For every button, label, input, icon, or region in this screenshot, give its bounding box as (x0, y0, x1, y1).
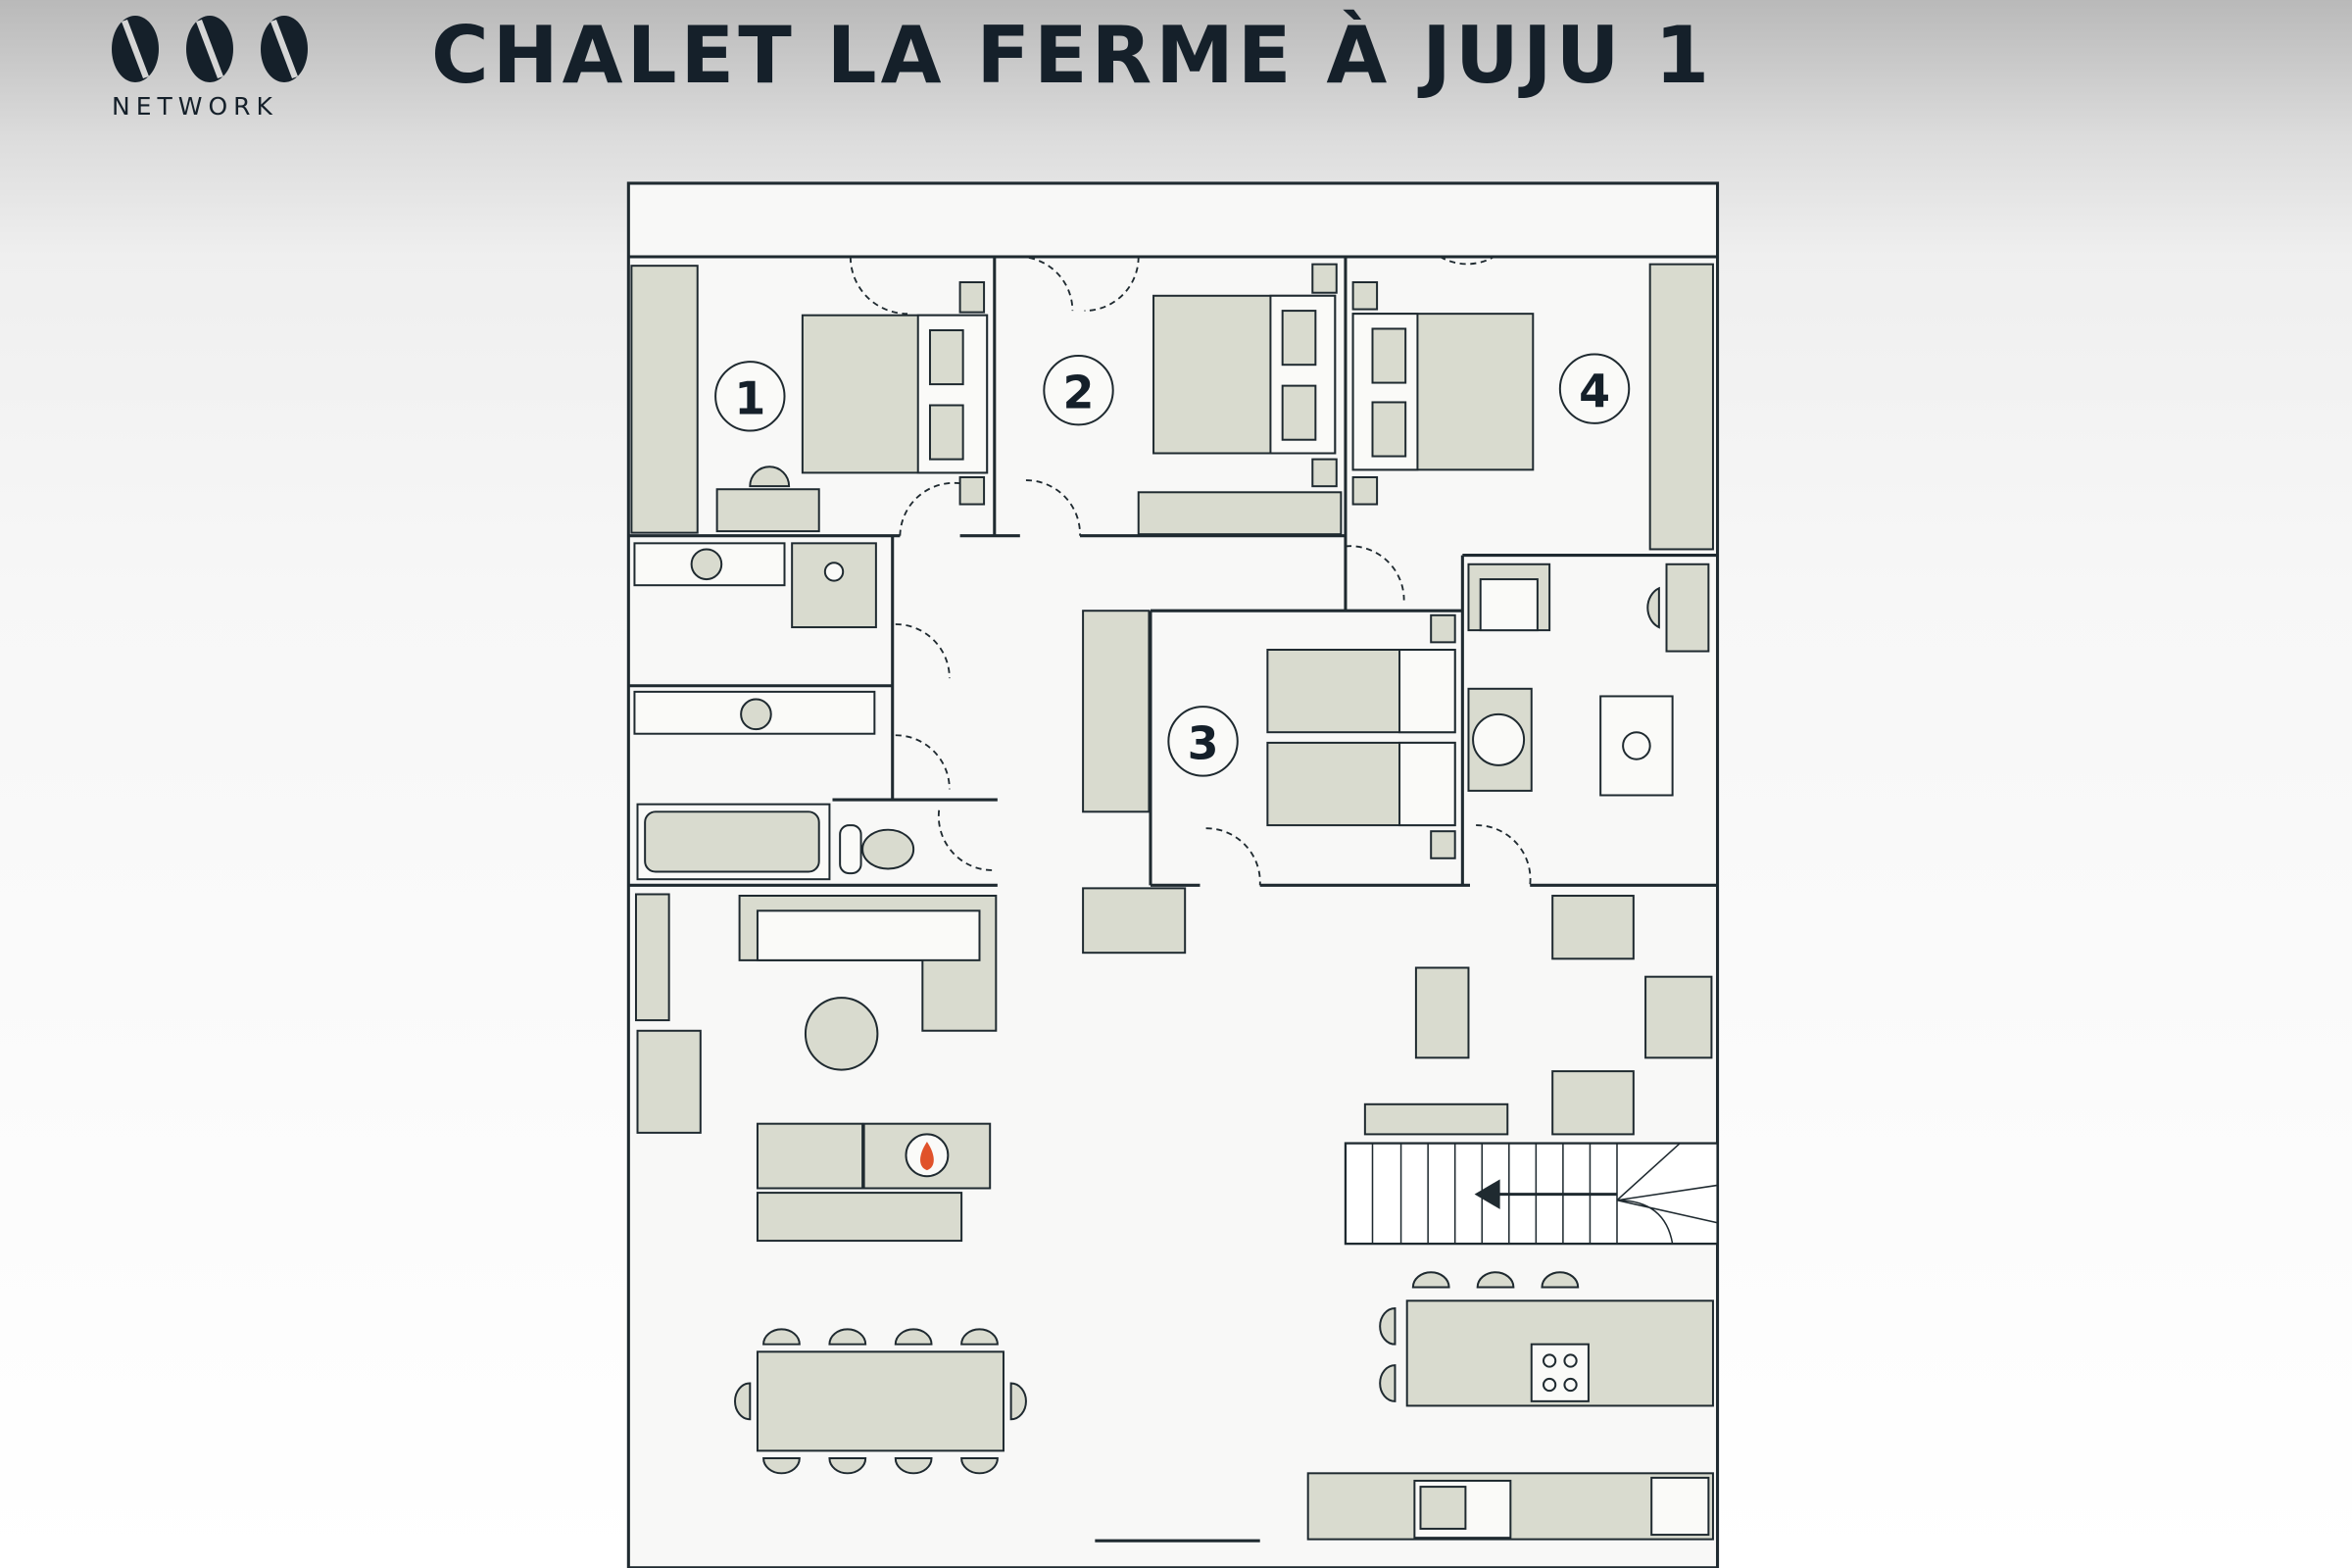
nightstand (1430, 613, 1456, 644)
wardrobe (1137, 491, 1343, 536)
nightstand (1351, 281, 1379, 311)
wardrobe (630, 265, 699, 534)
living-room (634, 887, 1713, 1243)
chair-icon (749, 466, 791, 488)
dining-area (734, 1328, 1027, 1475)
bedroom-2: 2 (1043, 263, 1343, 536)
armchair (1644, 975, 1713, 1059)
bench (756, 1122, 864, 1190)
toilet-icon (861, 828, 915, 870)
room-number: 2 (1063, 367, 1095, 419)
cabinet (1082, 887, 1187, 955)
bedroom-3: 3 (1082, 610, 1456, 859)
logo: NETWORK (102, 14, 318, 122)
room-badge (1167, 706, 1239, 777)
firewood-storage (756, 1192, 963, 1243)
chairs (762, 1328, 999, 1346)
coffee-table (1414, 966, 1470, 1059)
page-title: CHALET LA FERME À JUJU 1 (431, 10, 1714, 101)
microwave-icon (1650, 1476, 1710, 1537)
armchair-seat (1479, 578, 1539, 632)
nightstand (1430, 830, 1456, 859)
armchair (1551, 1070, 1635, 1136)
nightstand (958, 475, 986, 506)
tv-stand (636, 1029, 702, 1134)
bed-head (1398, 741, 1456, 827)
shower (791, 542, 877, 629)
desk (1665, 563, 1710, 653)
nightstand (1311, 458, 1338, 488)
sink-icon (740, 698, 772, 731)
stools (1411, 1271, 1580, 1289)
nightstand (1311, 263, 1338, 294)
room-number: 1 (734, 372, 765, 425)
logo-mark-icon (112, 16, 308, 82)
room-number: 3 (1188, 717, 1219, 770)
sink-icon (690, 548, 723, 581)
sink-basin (1419, 1486, 1467, 1530)
chair-icon (1646, 586, 1660, 629)
wardrobe (1648, 263, 1714, 551)
room-badge (714, 361, 786, 432)
pillow (1371, 327, 1407, 384)
stools (1379, 1306, 1396, 1402)
toilet-tank (839, 824, 862, 875)
logo-text: NETWORK (112, 92, 278, 121)
foosball-center-icon (1622, 731, 1651, 760)
hob (1530, 1343, 1590, 1402)
bathroom (633, 542, 915, 881)
pillow (1281, 384, 1317, 441)
coffee-table (804, 997, 879, 1071)
room-badge (1558, 353, 1631, 424)
room-badge (1043, 355, 1114, 426)
pillow (1281, 310, 1317, 367)
game-room (1467, 563, 1710, 797)
wardrobe (1082, 610, 1151, 813)
walls (628, 255, 1718, 1543)
bathtub (644, 810, 820, 873)
shower-head-icon (823, 562, 845, 582)
kitchen (1306, 1271, 1714, 1541)
pillow (1371, 401, 1407, 458)
bedroom-4: 4 (1351, 263, 1714, 551)
chairs (762, 1457, 999, 1475)
sofa-seat (756, 909, 981, 961)
pillow (928, 328, 964, 386)
armchair (1551, 895, 1635, 960)
tv-unit (634, 893, 670, 1022)
room-number: 4 (1579, 365, 1610, 417)
pillow (928, 404, 964, 461)
books-icon (1472, 712, 1526, 766)
arrow-left-icon (1474, 1179, 1500, 1209)
dining-table (756, 1350, 1004, 1452)
bed-head (1398, 649, 1456, 734)
flame-icon (920, 1142, 934, 1171)
sofa (1363, 1102, 1509, 1136)
doors (849, 256, 1532, 886)
bedroom-1: 1 (630, 265, 989, 534)
nightstand (1351, 475, 1379, 506)
staircase (1344, 1142, 1719, 1246)
nightstand (958, 281, 986, 314)
desk (715, 488, 820, 533)
chairs (734, 1382, 1027, 1421)
